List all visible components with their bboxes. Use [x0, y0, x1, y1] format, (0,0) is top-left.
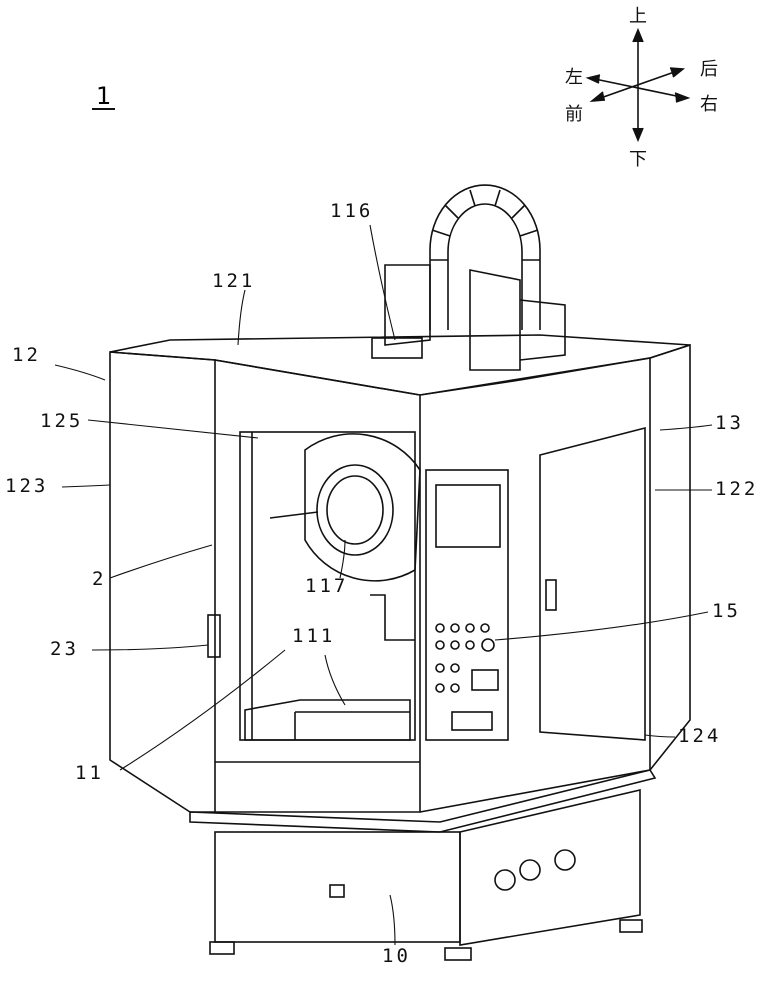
compass-back: 后 [700, 55, 718, 81]
label-12: 12 [12, 344, 41, 366]
leader-lines [55, 225, 712, 945]
label-2: 2 [92, 568, 106, 590]
label-13: 13 [715, 412, 744, 434]
tool-magazine [305, 434, 420, 581]
control-panel [426, 470, 508, 740]
door-handle [208, 615, 220, 657]
right-side-panel [420, 358, 650, 812]
base-ledge [190, 770, 655, 832]
rear-panel [650, 345, 690, 770]
compass-down: 下 [629, 145, 647, 171]
base [215, 832, 460, 942]
compass-right: 右 [700, 90, 718, 116]
figure-number: 1 [92, 84, 115, 110]
column [372, 265, 565, 370]
label-111: 111 [292, 625, 335, 647]
control-buttons [436, 624, 498, 730]
label-121: 121 [212, 270, 255, 292]
direction-compass [588, 30, 688, 140]
label-122: 122 [715, 478, 758, 500]
compass-up: 上 [629, 2, 647, 28]
compass-front: 前 [565, 100, 583, 126]
label-116: 116 [330, 200, 373, 222]
label-15: 15 [712, 600, 741, 622]
label-125: 125 [40, 410, 83, 432]
left-side-panel [110, 352, 215, 812]
label-123: 123 [5, 475, 48, 497]
spindle-disk [317, 465, 393, 555]
label-23: 23 [50, 638, 79, 660]
label-11: 11 [75, 762, 104, 784]
compass-left: 左 [565, 63, 583, 89]
label-10: 10 [382, 945, 411, 967]
leveling-feet [210, 885, 642, 960]
cable-chain [430, 185, 540, 330]
label-124: 124 [678, 725, 721, 747]
work-table [245, 700, 410, 740]
label-117: 117 [305, 575, 348, 597]
control-screen [436, 485, 500, 547]
